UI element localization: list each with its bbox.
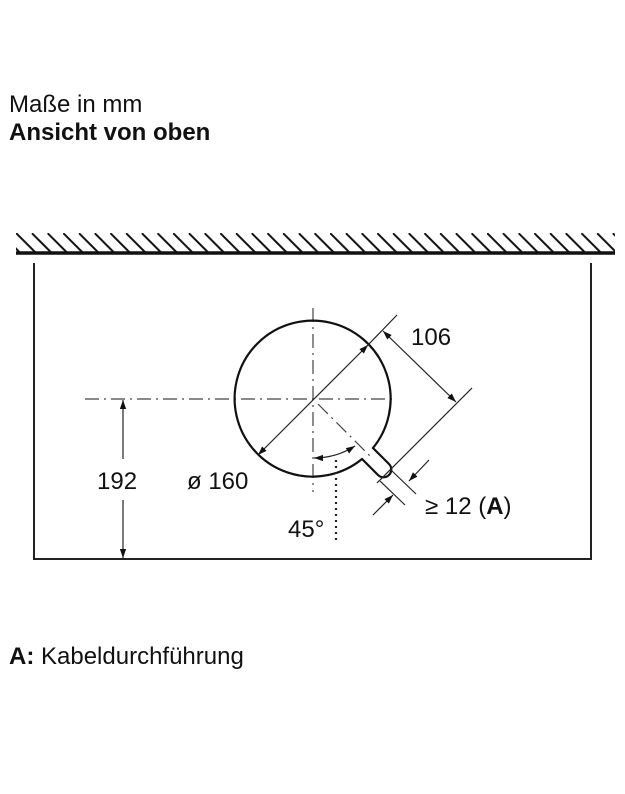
gap-label: ≥ 12 (A): [425, 493, 512, 520]
gap-prefix: ≥ 12 (: [425, 493, 486, 520]
gap-dimension: [372, 459, 430, 516]
offset-dimension-106: [376, 330, 473, 484]
dim-192-label: 192: [97, 468, 137, 495]
diameter-dimension: [257, 314, 398, 456]
gap-suffix: ): [504, 493, 512, 520]
legend: A: Kabeldurchführung: [9, 643, 244, 671]
cabinet-outline: [33, 263, 592, 560]
legend-key: A:: [9, 643, 35, 670]
centerlines: [85, 308, 392, 492]
wall-hatching: [16, 233, 615, 255]
units-label: Maße in mm: [9, 91, 143, 118]
diameter-label: ø 160: [187, 468, 248, 495]
gap-ref: A: [486, 493, 503, 520]
circular-cutout: [233, 319, 393, 479]
angle-dimension: [313, 445, 356, 541]
legend-text: Kabeldurchführung: [41, 643, 244, 670]
angle-label: 45°: [288, 516, 324, 543]
view-title: Ansicht von oben: [9, 119, 211, 146]
dim-106-label: 106: [411, 324, 451, 351]
